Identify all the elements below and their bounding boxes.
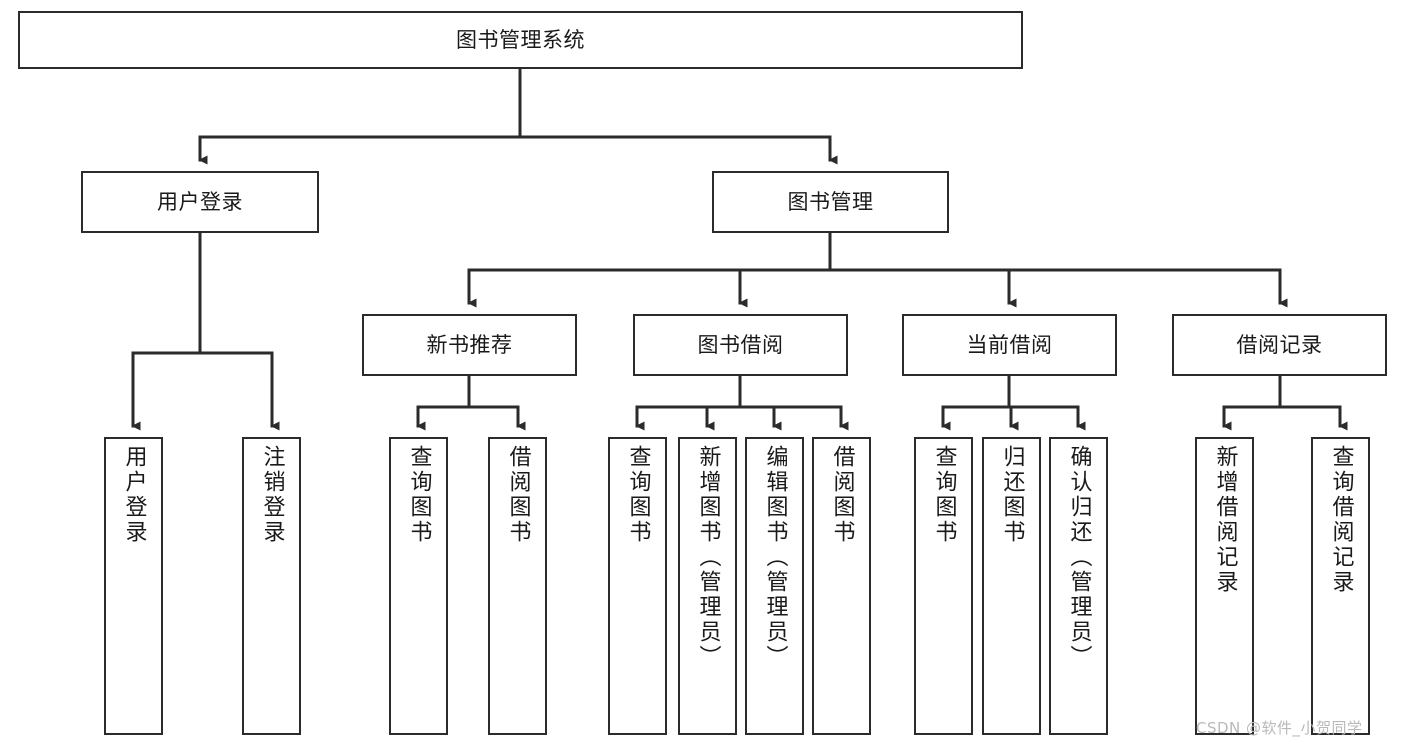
leaf-confirm-return[interactable]: 确认归还（管理员） [1049,437,1108,735]
node-book-manage-label: 图书管理 [787,189,874,214]
leaf-user-login[interactable]: 用户登录 [104,437,163,735]
node-user-login[interactable]: 用户登录 [81,171,319,233]
node-book-borrow-label: 图书借阅 [697,332,784,357]
leaf-query-book-3[interactable]: 查询图书 [914,437,973,735]
leaf-borrow-book-2[interactable]: 借阅图书 [812,437,871,735]
node-root[interactable]: 图书管理系统 [18,11,1023,69]
leaf-query-record[interactable]: 查询借阅记录 [1311,437,1370,735]
leaf-logout[interactable]: 注销登录 [242,437,301,735]
node-borrow-record[interactable]: 借阅记录 [1172,314,1387,376]
leaf-return-book-label: 归还图书 [999,445,1025,545]
leaf-query-book-3-label: 查询图书 [931,445,957,545]
leaf-return-book[interactable]: 归还图书 [982,437,1041,735]
leaf-confirm-return-label: 确认归还（管理员） [1066,445,1092,670]
leaf-borrow-book-2-label: 借阅图书 [829,445,855,545]
leaf-query-book-2-label: 查询图书 [625,445,651,545]
leaf-query-book-1-label: 查询图书 [406,445,432,545]
leaf-borrow-book-1[interactable]: 借阅图书 [488,437,547,735]
leaf-user-login-label: 用户登录 [121,445,147,545]
leaf-edit-book-label: 编辑图书（管理员） [762,445,788,670]
leaf-add-record-label: 新增借阅记录 [1212,445,1238,595]
watermark: CSDN @软件_小贺同学 [1196,719,1363,737]
leaf-query-book-2[interactable]: 查询图书 [608,437,667,735]
node-new-book-recommend-label: 新书推荐 [426,332,513,357]
leaf-edit-book[interactable]: 编辑图书（管理员） [745,437,804,735]
leaf-add-record[interactable]: 新增借阅记录 [1195,437,1254,735]
node-new-book-recommend[interactable]: 新书推荐 [362,314,577,376]
leaf-add-book[interactable]: 新增图书（管理员） [678,437,737,735]
leaf-query-book-1[interactable]: 查询图书 [389,437,448,735]
leaf-borrow-book-1-label: 借阅图书 [505,445,531,545]
node-current-borrow[interactable]: 当前借阅 [902,314,1117,376]
node-root-label: 图书管理系统 [456,27,585,52]
leaf-query-record-label: 查询借阅记录 [1328,445,1354,595]
leaf-logout-label: 注销登录 [259,445,285,545]
node-user-login-label: 用户登录 [157,189,243,214]
node-borrow-record-label: 借阅记录 [1236,332,1323,357]
node-current-borrow-label: 当前借阅 [966,332,1053,357]
node-book-borrow[interactable]: 图书借阅 [633,314,848,376]
leaf-add-book-label: 新增图书（管理员） [695,445,721,670]
node-book-manage[interactable]: 图书管理 [712,171,949,233]
